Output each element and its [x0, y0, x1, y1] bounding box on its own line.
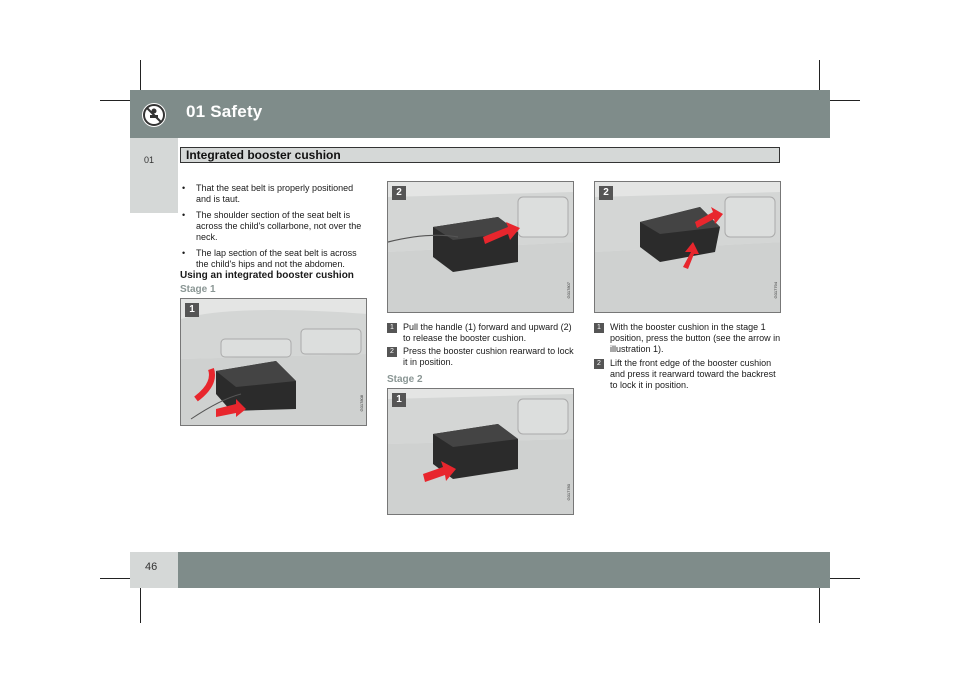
stage-1-label: Stage 1 [180, 284, 216, 295]
step-2: 2 Lift the front edge of the booster cus… [594, 358, 784, 391]
step-number-badge: 1 [594, 323, 604, 333]
crop-mark [100, 100, 145, 101]
figure-code: G017794 [773, 281, 778, 298]
figure-code: G017807 [566, 281, 571, 298]
figure-code: G017780 [566, 483, 571, 500]
illustration-stage1-fig1: 1 G017808 [180, 298, 367, 426]
stage-2-label: Stage 2 [387, 374, 423, 385]
step-2: 2 Press the booster cushion rearward to … [387, 346, 577, 368]
step-1: 1 With the booster cushion in the stage … [594, 322, 784, 355]
step-number-badge: 1 [387, 323, 397, 333]
no-child-seat-icon [142, 103, 166, 127]
figure-number-badge: 1 [185, 303, 199, 317]
figure-number-badge: 2 [392, 186, 406, 200]
chapter-title: 01 Safety [186, 102, 263, 121]
section-title: Integrated booster cushion [186, 148, 341, 162]
list-item: •The shoulder section of the seat belt i… [182, 210, 362, 242]
page-number: 46 [145, 561, 158, 573]
illustration-stage1-fig2: 2 G017807 [387, 181, 574, 313]
booster-cushion-illustration [595, 182, 780, 312]
list-item: •The lap section of the seat belt is acr… [182, 248, 357, 269]
crop-mark [819, 60, 820, 105]
figure-code: G017808 [359, 394, 364, 411]
crop-mark [819, 578, 820, 623]
list-item: •That the seat belt is properly position… [182, 183, 354, 204]
subheading: Using an integrated booster cushion [180, 270, 354, 281]
booster-cushion-illustration [181, 299, 366, 425]
booster-cushion-illustration [388, 182, 573, 312]
footer-band [178, 552, 830, 588]
booster-cushion-illustration [388, 389, 573, 514]
chapter-side-tab-label: 01 [144, 155, 155, 165]
figure-number-badge: 1 [392, 393, 406, 407]
page-number-tab [130, 552, 178, 588]
chapter-header-band [130, 90, 830, 138]
crop-mark [815, 100, 860, 101]
chapter-side-tab [130, 138, 178, 213]
crop-mark [815, 578, 860, 579]
step-number-badge: 2 [594, 359, 604, 369]
illustration-stage2-fig1: 1 G017780 [387, 388, 574, 515]
illustration-stage2-fig2: 2 G017794 [594, 181, 781, 313]
step-number-badge: 2 [387, 347, 397, 357]
crop-mark [100, 578, 145, 579]
section-title-bar [180, 147, 780, 163]
bullet-list: •That the seat belt is properly position… [180, 183, 370, 275]
step-1: 1 Pull the handle (1) forward and upward… [387, 322, 577, 344]
figure-number-badge: 2 [599, 186, 613, 200]
crop-mark [140, 60, 141, 105]
crop-mark [140, 578, 141, 623]
